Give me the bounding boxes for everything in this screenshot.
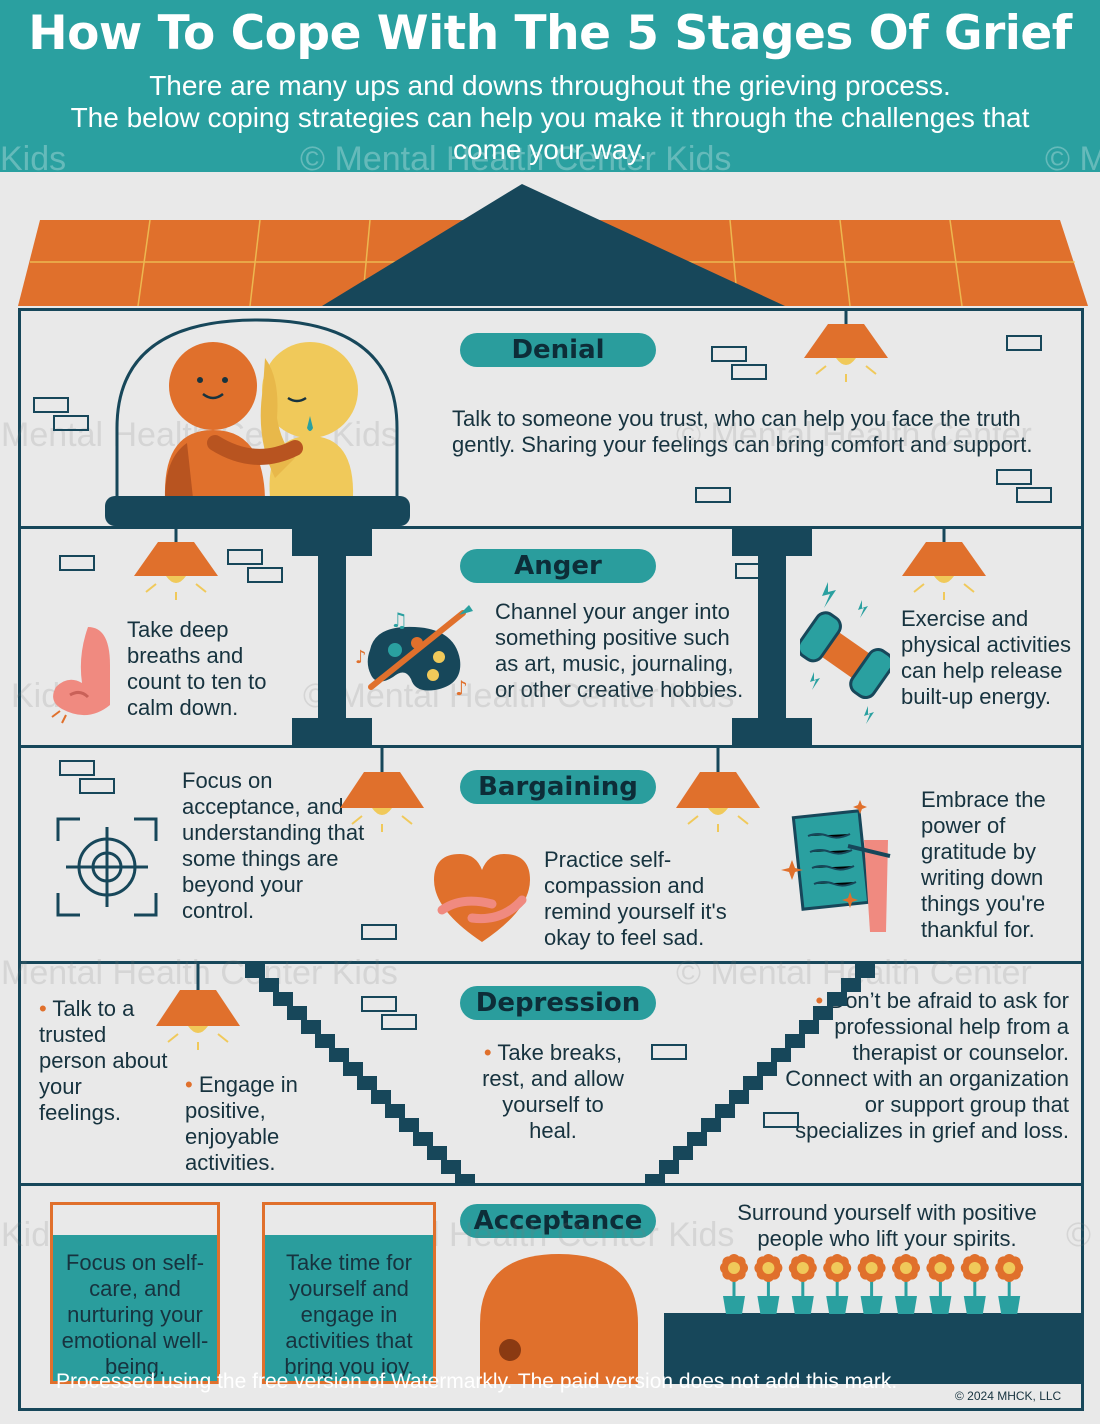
denial-text: Talk to someone you trust, who can help … <box>452 406 1033 457</box>
brick-decoration <box>247 567 283 583</box>
lamp-icon <box>804 310 888 382</box>
floor-depression: Depression • Talk to a trusted person ab… <box>1 954 1084 1186</box>
brick-decoration <box>695 487 731 503</box>
depression-middle-text: Take breaks, rest, and allow yourself to… <box>482 1040 624 1143</box>
acceptance-box1-text: Focus on self-care, and nurturing your e… <box>61 1250 209 1379</box>
pillar-base <box>292 718 372 748</box>
brick-decoration <box>227 549 263 565</box>
stage-label-depression: Depression <box>460 986 656 1020</box>
flower-icon <box>754 1254 783 1314</box>
window-fill <box>265 1235 433 1381</box>
lamp-icon <box>902 528 986 600</box>
flower-planter <box>664 1313 1084 1384</box>
depression-left2-item: • Engage in positive, enjoyable activiti… <box>185 1072 325 1176</box>
staircase <box>225 964 895 1184</box>
pillar-base <box>732 718 812 748</box>
flower-icon <box>823 1254 852 1314</box>
brick-decoration <box>59 555 95 571</box>
brick-decoration <box>1016 487 1052 503</box>
pillar <box>318 526 346 748</box>
bullet-dot: • <box>483 1040 498 1065</box>
lamp-icon <box>134 528 218 600</box>
lamp-icon <box>676 748 760 832</box>
depression-left1-item: • Talk to a trusted person about your fe… <box>39 996 169 1126</box>
depression-right-item: • Don’t be afraid to ask for professiona… <box>769 988 1069 1144</box>
brick-decoration <box>361 996 397 1012</box>
brick-decoration <box>1006 335 1042 351</box>
pillar-cap <box>292 526 372 556</box>
svg-text:♪: ♪ <box>455 676 468 700</box>
flower-row <box>720 1254 1024 1314</box>
depression-left1-text: Talk to a trusted person about your feel… <box>39 996 168 1125</box>
bullet-dot: • <box>185 1072 199 1097</box>
bargaining-left-text: Focus on acceptance, and understanding t… <box>182 768 365 923</box>
flower-icon <box>788 1254 817 1314</box>
subtitle-line-1: There are many ups and downs throughout … <box>149 70 951 101</box>
header-banner: How To Cope With The 5 Stages Of Grief T… <box>0 0 1100 178</box>
subtitle-line-3: come your way. <box>453 134 647 165</box>
svg-text:♪: ♪ <box>355 647 367 668</box>
acceptance-window-1: Focus on self-care, and nurturing your e… <box>50 1202 220 1384</box>
brick-decoration <box>53 415 89 431</box>
depression-right-text: Don’t be afraid to ask for professional … <box>785 988 1069 1143</box>
brick-decoration <box>711 346 747 362</box>
brick-decoration <box>79 778 115 794</box>
acceptance-right-text: Surround yourself with positive people w… <box>737 1200 1037 1251</box>
anger-left-text: Take deep breaths and count to ten to ca… <box>127 617 267 720</box>
flower-icon <box>857 1254 886 1314</box>
house-roof <box>18 184 1088 307</box>
floor-bargaining: Bargaining Focus on acceptance, and unde… <box>18 745 1084 964</box>
brick-decoration <box>996 469 1032 485</box>
anger-middle-text: Channel your anger into something positi… <box>495 599 744 702</box>
flower-icon <box>720 1254 748 1314</box>
watermarkly-notice: Processed using the free version of Wate… <box>56 1370 898 1393</box>
pillar <box>758 526 786 748</box>
hug-icon <box>105 318 410 526</box>
subtitle-line-2: The below coping strategies can help you… <box>70 102 1030 133</box>
flower-icon <box>995 1254 1024 1314</box>
dumbbell-icon <box>800 582 890 724</box>
stage-label-bargaining: Bargaining <box>460 770 656 804</box>
stage-label-anger: Anger <box>460 549 656 583</box>
bargaining-right-text: Embrace the power of gratitude by writin… <box>921 787 1046 942</box>
stage-label-acceptance: Acceptance <box>460 1204 656 1238</box>
brick-decoration <box>381 1014 417 1030</box>
heart-hug-icon <box>434 854 530 942</box>
brick-decoration <box>651 1044 687 1060</box>
door-icon <box>480 1254 638 1384</box>
gratitude-note-icon <box>781 800 891 932</box>
lamp-icon <box>156 964 240 1050</box>
flower-icon <box>960 1254 989 1314</box>
brick-decoration <box>33 397 69 413</box>
window-fill <box>53 1235 217 1381</box>
flower-icon <box>892 1254 920 1314</box>
watermark-text: © M <box>1066 1216 1100 1254</box>
brick-decoration <box>59 760 95 776</box>
bullet-dot: • <box>815 988 830 1013</box>
depression-left2-text: Engage in positive, enjoyable activities… <box>185 1072 298 1175</box>
svg-text:♫: ♫ <box>390 608 408 632</box>
bargaining-middle-text: Practice self-compassion and remind your… <box>544 847 727 950</box>
flower-icon <box>926 1254 955 1314</box>
nose-icon <box>51 627 110 724</box>
page-subtitle: There are many ups and downs throughout … <box>10 70 1090 166</box>
brick-decoration <box>731 364 767 380</box>
bullet-dot: • <box>39 996 53 1021</box>
depression-middle-item: • Take breaks, rest, and allow yourself … <box>478 1040 628 1144</box>
brick-decoration <box>361 924 397 940</box>
brick-decoration <box>763 1112 799 1128</box>
lamp-icon <box>340 748 424 832</box>
stage-label-denial: Denial <box>460 333 656 367</box>
acceptance-window-2: Take time for yourself and engage in act… <box>262 1202 436 1384</box>
copyright: © 2024 MHCK, LLC <box>955 1389 1062 1403</box>
acceptance-box2-text: Take time for yourself and engage in act… <box>284 1250 414 1379</box>
palette-icon: ♫ ♪ ♪ <box>355 605 473 700</box>
anger-right-text: Exercise and physical activities can hel… <box>901 606 1071 709</box>
page-title: How To Cope With The 5 Stages Of Grief <box>28 6 1072 61</box>
pillar-cap <box>732 526 812 556</box>
target-icon <box>56 817 158 917</box>
